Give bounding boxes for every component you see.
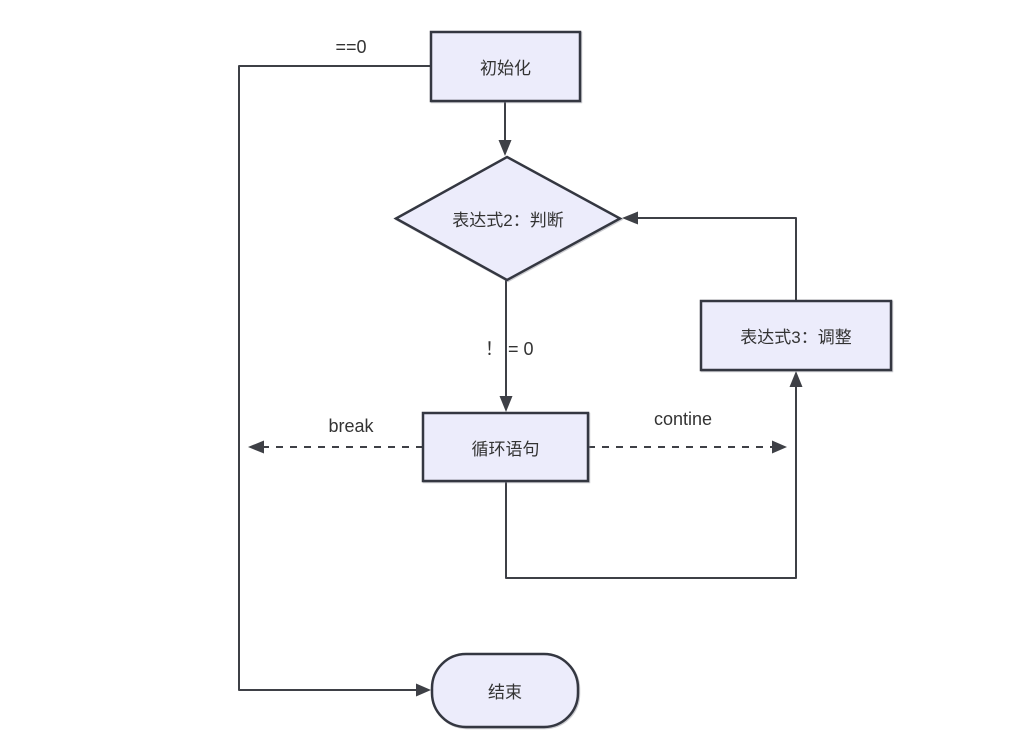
edge-loop-to-adjust (505, 386, 797, 579)
arrowhead-into-adjust-bottom (789, 371, 803, 387)
edge-adjust-to-decision (637, 217, 797, 301)
decision-node-shape (393, 155, 623, 282)
edge-init-to-end (238, 65, 431, 691)
arrowhead-into-loop-top (499, 396, 513, 412)
arrowhead-continue-right (772, 440, 787, 454)
arrowhead-into-end-left (416, 683, 431, 697)
loop-node-shape (421, 411, 590, 483)
arrowhead-into-decision-right (622, 211, 638, 225)
arrowhead-break-left (248, 440, 264, 454)
adjust-node-shape (699, 299, 893, 372)
arrowhead-into-decision-top (498, 140, 512, 156)
end-node-shape (430, 652, 580, 729)
init-node-shape (429, 30, 582, 103)
